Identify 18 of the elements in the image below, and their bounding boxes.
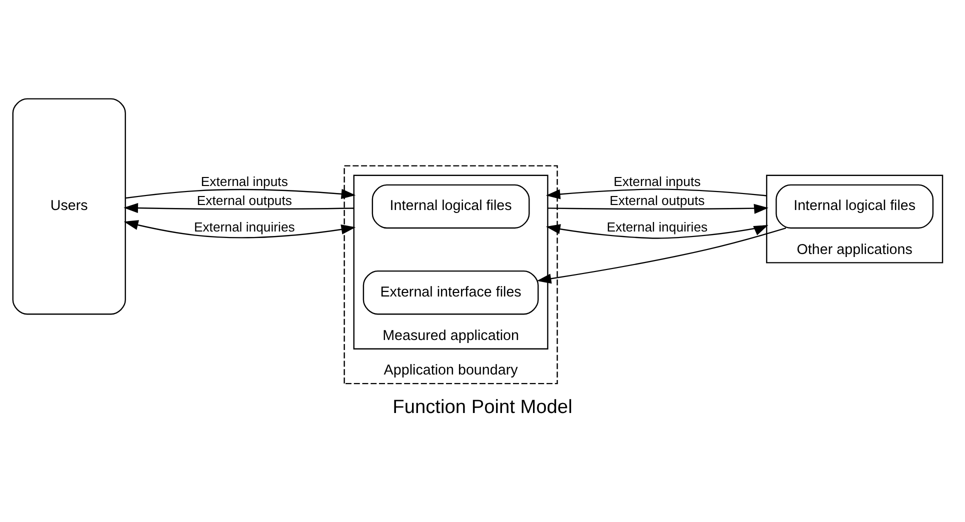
node-box: Internal logical files <box>776 184 934 228</box>
arrow <box>126 188 356 198</box>
edge-label: External inputs <box>200 173 288 188</box>
arrow <box>124 220 356 238</box>
edge-label: External outputs <box>610 192 705 208</box>
arrow <box>546 188 767 199</box>
edge-label: External inputs <box>614 173 701 188</box>
arrow <box>546 224 768 238</box>
node-box: External interface files <box>362 270 539 314</box>
edge-label: External inquiries <box>606 218 708 234</box>
arrow <box>536 227 786 284</box>
arrow <box>124 202 354 213</box>
node-box: Users <box>12 98 126 314</box>
arrow <box>548 203 768 214</box>
node-box: Internal logical files <box>372 184 530 228</box>
caption: Function Point Model <box>392 396 572 418</box>
edge-label: External outputs <box>196 192 292 208</box>
edge-label: External inquiries <box>194 218 295 234</box>
